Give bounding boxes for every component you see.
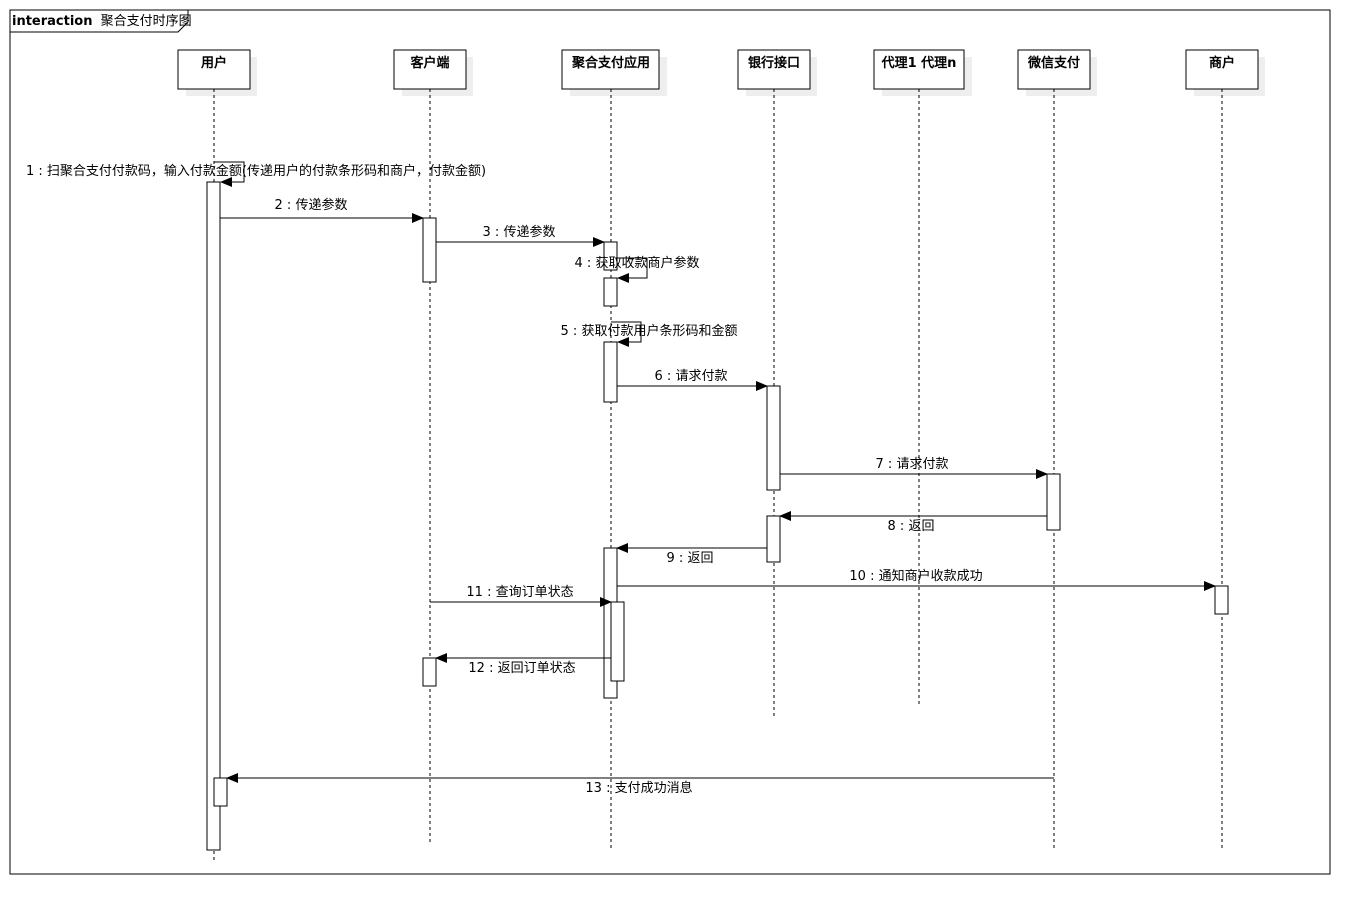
lifeline-agent: 代理1 代理n [873,49,972,706]
message-label: 2 : 传递参数 [275,197,348,213]
activation-bar [603,241,618,271]
activation-bar [422,217,437,283]
message-11: 11 : 查询订单状态 [430,585,612,607]
lifeline-label-user: 用户 [200,55,227,71]
activation-bars [206,181,1229,851]
frame-keyword: interaction [12,14,93,29]
activation-bar [610,601,625,682]
message-2: 2 : 传递参数 [220,197,424,223]
message-label: 5 : 获取付款用户条形码和金额 [561,323,738,339]
message-1: 1 : 扫聚合支付付款码，输入付款金额(传递用户的付款条形码和商户，付款金额) [26,161,486,187]
message-label: 1 : 扫聚合支付付款码，输入付款金额(传递用户的付款条形码和商户，付款金额) [26,163,486,179]
message-label: 3 : 传递参数 [483,224,556,240]
activation-bar [213,777,228,807]
message-10: 10 : 通知商户收款成功 [617,568,1216,591]
activation-bar [1214,585,1229,615]
lifeline-user: 用户 [177,49,257,862]
lifeline-label-merchant: 商户 [1209,55,1235,71]
message-label: 6 : 请求付款 [655,369,728,384]
message-label: 4 : 获取收款商户参数 [575,255,700,271]
activation-bar [603,277,618,307]
lifeline-label-client: 客户端 [410,55,449,71]
message-4: 4 : 获取收款商户参数 [575,255,700,283]
activation-bar [766,515,781,563]
lifeline-head-merchant[interactable] [1185,49,1259,90]
message-label: 8 : 返回 [888,519,935,534]
message-9: 9 : 返回 [616,543,767,566]
frame-name: 聚合支付时序图 [101,14,192,29]
message-6: 6 : 请求付款 [617,369,768,391]
lifeline-label-app: 聚合支付应用 [571,55,650,71]
message-label: 10 : 通知商户收款成功 [849,568,982,584]
frame-title: interaction 聚合支付时序图 [12,14,192,29]
activation-bar [766,385,781,491]
message-3: 3 : 传递参数 [436,224,605,247]
lifeline-wechat: 微信支付 [1017,49,1097,850]
lifeline-label-bank: 银行接口 [748,55,800,71]
message-7: 7 : 请求付款 [780,457,1048,479]
frame-title-tab [10,9,189,33]
activation-bar [603,341,618,403]
message-label: 13 : 支付成功消息 [585,780,692,796]
message-13: 13 : 支付成功消息 [226,773,1054,796]
message-label: 12 : 返回订单状态 [468,661,575,676]
lifeline-head-client[interactable] [393,49,467,90]
lifeline-client: 客户端 [393,49,473,842]
activation-bar [422,657,437,687]
activation-bar [1046,473,1061,531]
activation-bar [206,181,221,851]
message-8: 8 : 返回 [779,511,1047,534]
lifeline-label-wechat: 微信支付 [1027,55,1080,71]
message-label: 7 : 请求付款 [876,457,949,472]
message-label: 11 : 查询订单状态 [466,585,573,600]
lifeline-app: 聚合支付应用 [561,49,667,850]
lifeline-head-wechat[interactable] [1017,49,1091,90]
message-5: 5 : 获取付款用户条形码和金额 [561,321,738,347]
lifeline-label-agent: 代理1 代理n [881,55,957,71]
lifeline-head-user[interactable] [177,49,251,90]
interaction-frame [9,9,1331,875]
lifeline-bank: 银行接口 [737,49,817,718]
lifeline-head-app[interactable] [561,49,660,90]
message-label: 9 : 返回 [667,551,714,566]
message-12: 12 : 返回订单状态 [435,653,611,676]
lifeline-merchant: 商户 [1185,49,1265,850]
